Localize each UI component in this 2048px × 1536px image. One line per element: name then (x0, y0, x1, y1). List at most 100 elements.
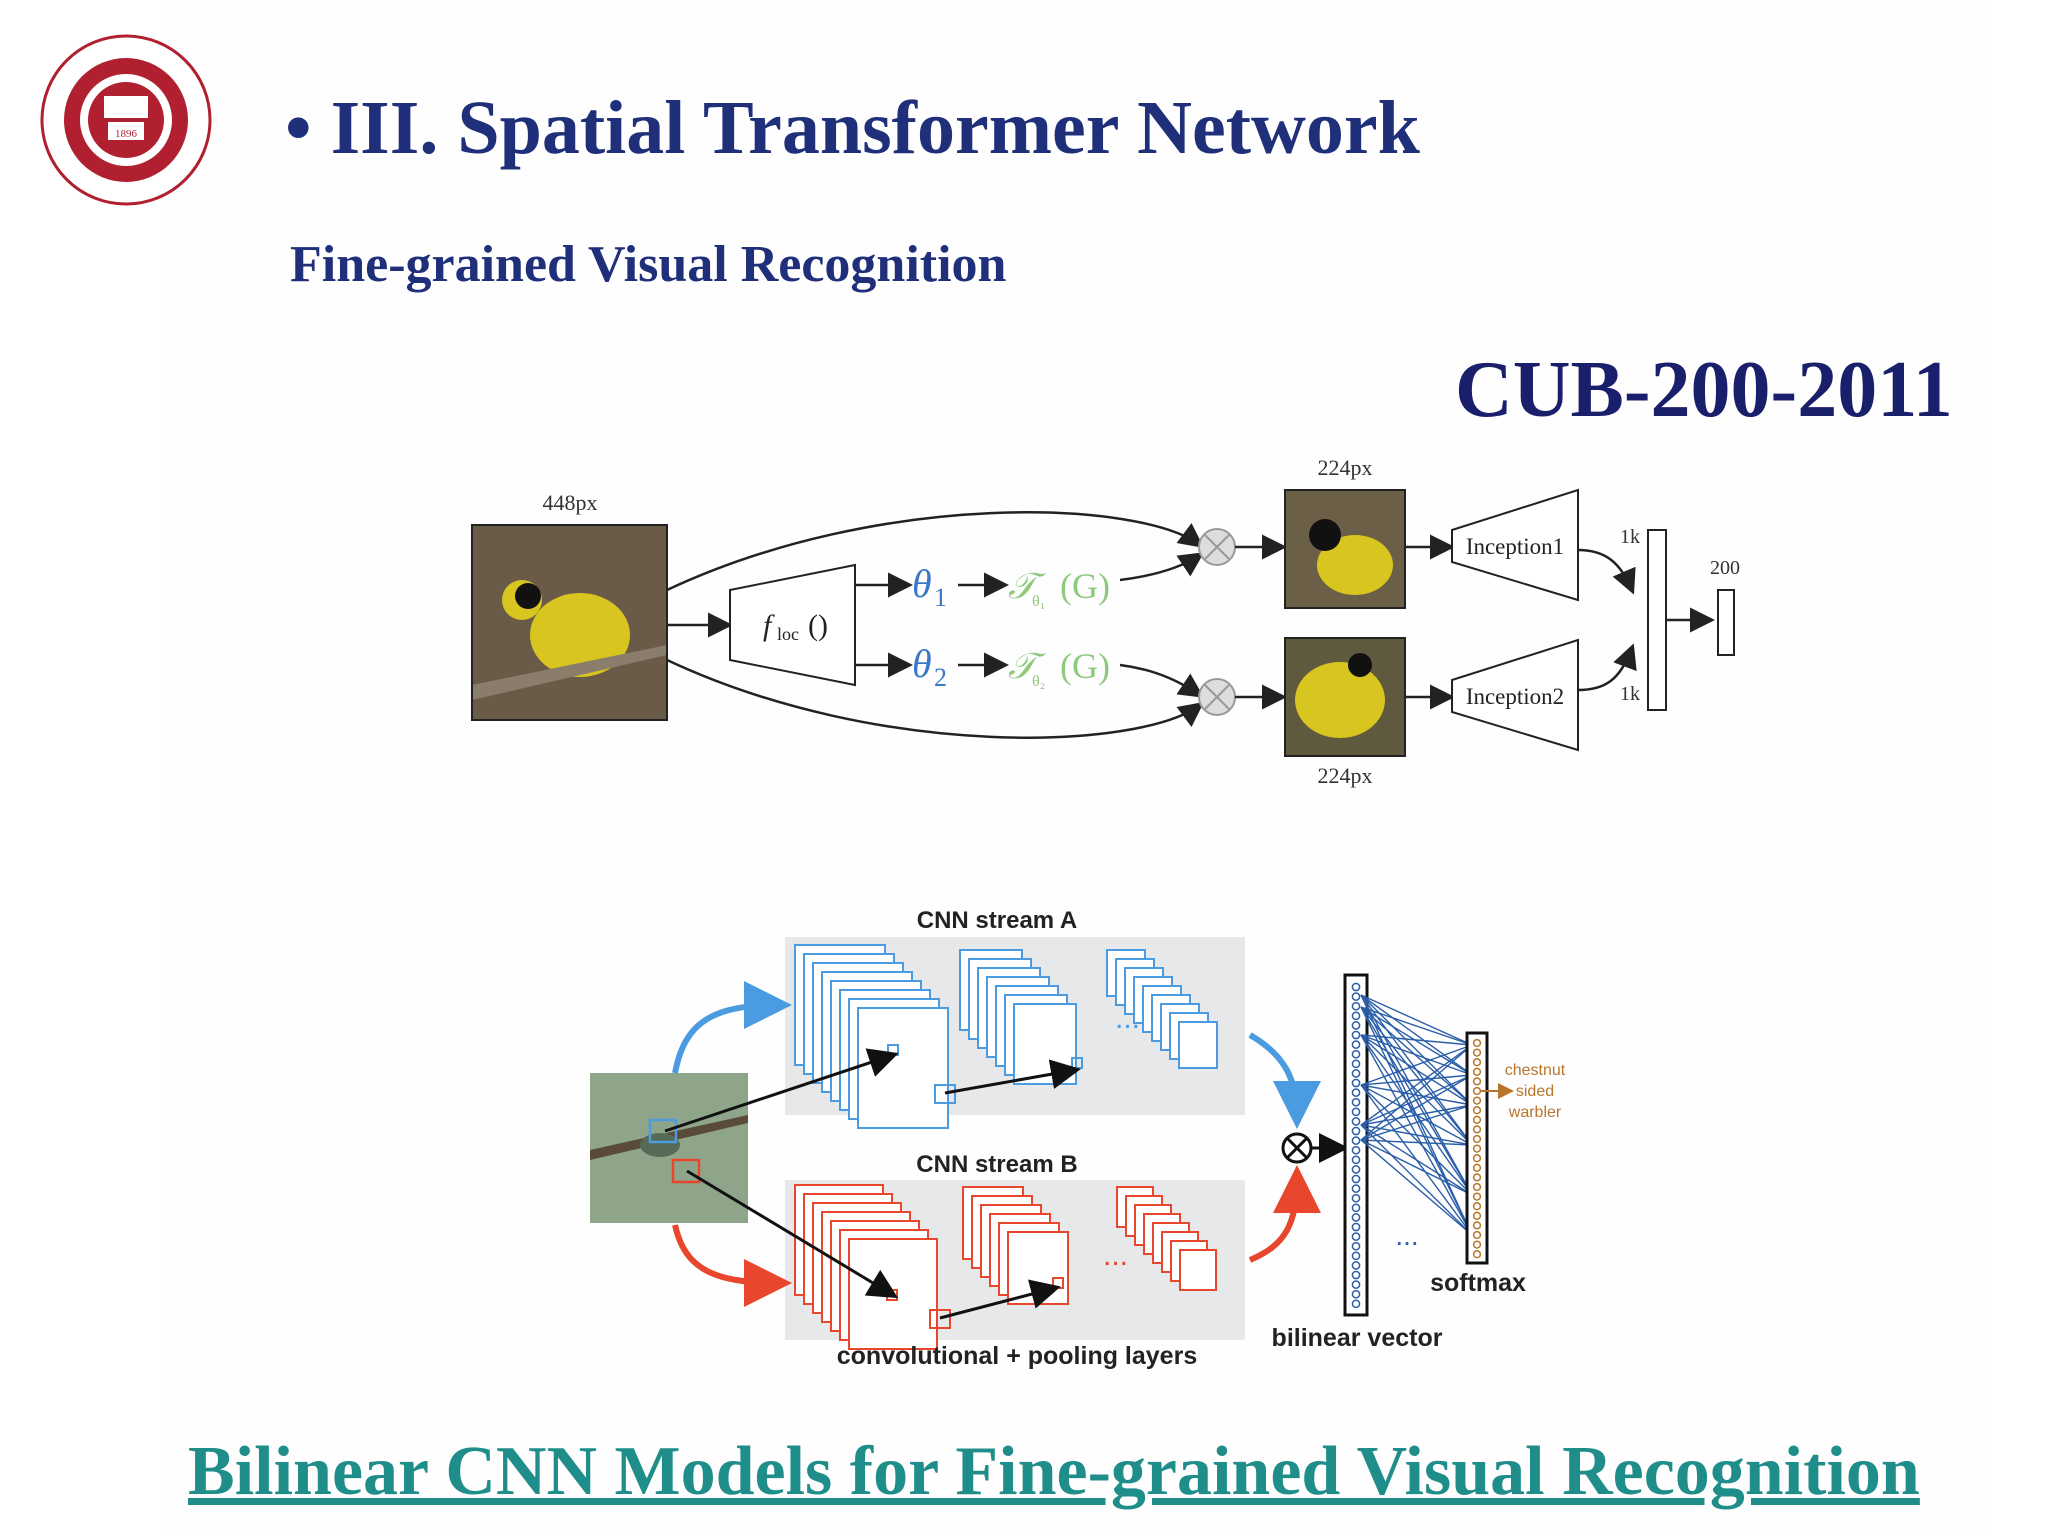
bilinear-unit (1351, 982, 1361, 992)
feature-map-a (1178, 1021, 1218, 1069)
svg-text:θ₂: θ₂ (1032, 673, 1045, 690)
transform2: 𝒯 θ₂ (G) (1008, 646, 1110, 690)
paper-link[interactable]: Bilinear CNN Models for Fine-grained Vis… (188, 1433, 1920, 1510)
fc-connection (1360, 1074, 1473, 1141)
feature-map-b (1179, 1249, 1217, 1291)
softmax-unit (1472, 1221, 1482, 1230)
fc-connection (1360, 1104, 1473, 1126)
bilinear-vector-label: bilinear vector (1272, 1324, 1443, 1352)
fc-connection (1360, 1074, 1473, 1126)
fc-connection (1360, 1084, 1473, 1106)
stream-b-label: CNN stream B (916, 1151, 1077, 1178)
crop2-size-label: 224px (1318, 763, 1373, 788)
softmax-unit (1472, 1202, 1482, 1211)
crop1-image (1284, 489, 1406, 609)
input-size-label: 448px (543, 490, 598, 515)
concat-vector (1647, 529, 1667, 711)
multiply-op-1 (1198, 528, 1236, 566)
fc-connection (1360, 1006, 1473, 1106)
softmax-unit (1472, 1086, 1482, 1096)
bilinear-unit (1351, 1251, 1361, 1261)
fc-connection (1360, 1139, 1473, 1236)
dataset-label: CUB-200-2011 (1455, 346, 1953, 434)
fc-connection (1360, 994, 1473, 1046)
bilinear-unit (1351, 1126, 1361, 1136)
fc-connection (1360, 1006, 1473, 1196)
svg-text:(G): (G) (1060, 646, 1110, 686)
softmax-unit (1472, 1192, 1482, 1201)
feat1-label: 1k (1620, 526, 1640, 548)
bilinear-unit (1351, 1088, 1361, 1097)
fc-connection (1360, 1124, 1473, 1196)
stream-b-stacks (794, 1184, 1217, 1350)
bilinear-unit (1351, 1040, 1361, 1049)
softmax-unit (1472, 1173, 1482, 1182)
bilinear-unit (1351, 1059, 1361, 1069)
crop1-size-label: 224px (1318, 455, 1373, 480)
bilinear-unit (1351, 1241, 1361, 1251)
softmax-label: softmax (1430, 1269, 1526, 1297)
loc-net-box: f loc () (729, 563, 856, 687)
svg-text:2: 2 (934, 663, 947, 692)
bilinear-unit (1351, 1107, 1361, 1117)
class-line-2: sided (1516, 1083, 1554, 1100)
softmax-unit (1472, 1134, 1482, 1144)
fc-connection (1360, 1006, 1473, 1046)
fc-connection (1360, 1034, 1473, 1106)
feat2-label: 1k (1620, 683, 1640, 705)
svg-text:(): () (808, 609, 828, 642)
bilinear-unit (1351, 1193, 1361, 1203)
bullet: • (285, 86, 312, 170)
bilinear-unit (1351, 1165, 1361, 1174)
transform1: 𝒯 θ₁ (G) (1008, 566, 1110, 610)
bilinear-unit (1351, 1117, 1361, 1126)
fc-connection (1360, 1139, 1473, 1196)
bilinear-unit (1351, 1069, 1361, 1078)
fc-connection (1360, 1074, 1473, 1086)
bilinear-unit (1351, 1213, 1361, 1222)
title-text: III. Spatial Transformer Network (330, 86, 1420, 170)
small-bird-image (590, 1073, 748, 1223)
softmax-unit (1472, 1250, 1482, 1259)
bilinear-unit (1351, 1145, 1361, 1155)
bilinear-unit (1351, 1155, 1361, 1165)
slide-title: • III. Spatial Transformer Network (285, 85, 1420, 172)
bilinear-unit (1351, 1011, 1361, 1021)
bilinear-unit (1351, 1203, 1361, 1213)
output-vector (1717, 589, 1735, 656)
fc-connection (1360, 1034, 1473, 1076)
fc-connection (1360, 1084, 1473, 1196)
feature-map-a (857, 1007, 949, 1129)
theta1: θ (912, 561, 932, 606)
softmax-unit (1472, 1115, 1482, 1124)
class-line-3: warbler (1508, 1104, 1562, 1121)
svg-text:(G): (G) (1060, 566, 1110, 606)
bilinear-unit (1351, 1299, 1361, 1309)
svg-text:θ₁: θ₁ (1032, 593, 1045, 610)
bilinear-unit (1351, 1270, 1361, 1280)
multiply-op-2 (1198, 678, 1236, 716)
bilinear-unit (1351, 1097, 1361, 1107)
softmax-unit (1472, 1230, 1482, 1240)
bilinear-unit (1351, 1289, 1361, 1299)
fc-connection (1360, 1124, 1473, 1236)
softmax-unit (1472, 1067, 1482, 1076)
softmax-unit (1472, 1182, 1482, 1192)
bilinear-unit (1351, 1030, 1361, 1040)
bilinear-unit (1351, 1078, 1361, 1088)
fc-connection (1360, 1044, 1473, 1141)
output-label: 200 (1710, 557, 1740, 579)
svg-text:Inception1: Inception1 (1466, 534, 1564, 559)
svg-text:Inception2: Inception2 (1466, 684, 1564, 709)
bilinear-unit (1351, 1136, 1361, 1145)
input-bird-image (471, 524, 668, 721)
university-logo: 1896 SHANGHAI JIAO TONG UNIVERSITY (40, 34, 212, 206)
fc-connection (1360, 1124, 1473, 1146)
slide-subtitle: Fine-grained Visual Recognition (290, 236, 1007, 293)
fc-ellipsis: ... (1395, 1220, 1418, 1251)
fc-connection (1360, 1006, 1473, 1146)
class-line-1: chestnut (1505, 1062, 1566, 1079)
fc-connection (1360, 1044, 1473, 1086)
bilinear-unit (1351, 1174, 1361, 1184)
filter-window-b (929, 1309, 951, 1329)
